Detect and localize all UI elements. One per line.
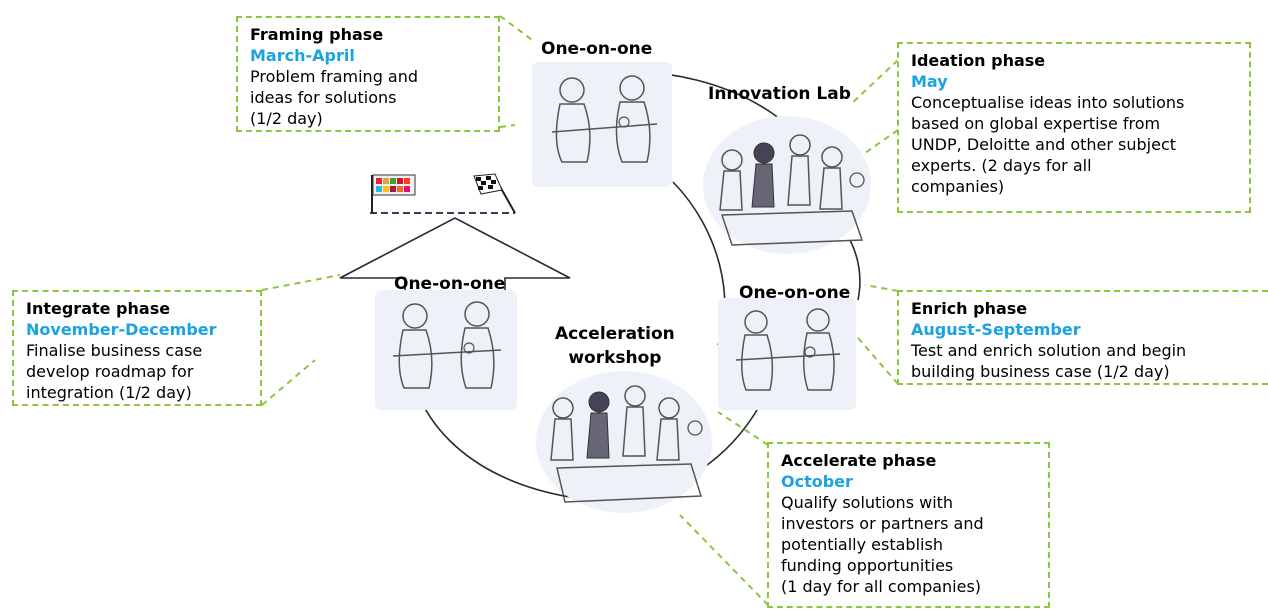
phase-box-enrich: Enrich phase August-September Test and e…	[897, 290, 1268, 385]
phase-description: Problem framing and ideas for solutions …	[250, 67, 419, 128]
phase-title: Ideation phase	[911, 51, 1046, 70]
connector-ideation-lower	[854, 129, 899, 161]
phase-title: Framing phase	[250, 25, 384, 44]
phase-title: Integrate phase	[26, 299, 171, 318]
phase-box-ideation: Ideation phase May Conceptualise ideas i…	[897, 42, 1251, 213]
one-on-one-sketch-right	[718, 298, 856, 410]
connector-accelerate	[717, 411, 769, 446]
station-label-one-on-one-left: One-on-one	[394, 274, 506, 294]
phase-description: Finalise business case develop roadmap f…	[26, 341, 203, 402]
phase-description: Qualify solutions with investors or part…	[781, 493, 984, 596]
phase-date: October	[781, 472, 853, 491]
acceleration-workshop-sketch	[536, 371, 712, 513]
connector-ideation	[849, 59, 899, 106]
innovation-lab-sketch	[703, 116, 871, 254]
phase-date: May	[911, 72, 948, 91]
one-on-one-sketch-left	[375, 290, 517, 410]
station-label-one-on-one-right: One-on-one	[739, 283, 851, 303]
acceleration-line-2: workshop	[568, 348, 662, 368]
phase-date: August-September	[911, 320, 1081, 339]
phase-date: March-April	[250, 46, 355, 65]
station-label-innovation-lab: Innovation Lab	[708, 84, 851, 104]
connector-accelerate-lower	[679, 514, 769, 606]
phase-description: Test and enrich solution and begin build…	[911, 341, 1187, 381]
phase-date: November-December	[26, 320, 217, 339]
phase-title: Enrich phase	[911, 299, 1028, 318]
connector-integrate-lower	[261, 359, 316, 406]
phase-box-framing: Framing phase March-April Problem framin…	[236, 16, 500, 132]
phase-box-accelerate: Accelerate phase October Qualify solutio…	[767, 442, 1050, 608]
one-on-one-sketch-top	[532, 62, 672, 187]
phase-description: Conceptualise ideas into solutions based…	[911, 93, 1185, 196]
connector-enrich-lower	[857, 337, 899, 385]
sdg-goals-flag-icon	[371, 174, 416, 213]
cycle-path-right	[849, 239, 861, 301]
connector-integrate	[261, 274, 341, 291]
connector-enrich	[864, 284, 899, 292]
checkered-finish-flag-icon	[473, 173, 516, 214]
station-label-acceleration-workshop: Acceleration workshop	[555, 322, 675, 370]
station-label-one-on-one-top: One-on-one	[541, 39, 653, 59]
phase-title: Accelerate phase	[781, 451, 937, 470]
connector-framing	[499, 15, 536, 43]
phase-box-integrate: Integrate phase November-December Finali…	[12, 290, 262, 406]
return-arrow	[339, 217, 571, 300]
connector-framing-lower	[499, 124, 516, 128]
acceleration-line-1: Acceleration	[555, 324, 675, 344]
